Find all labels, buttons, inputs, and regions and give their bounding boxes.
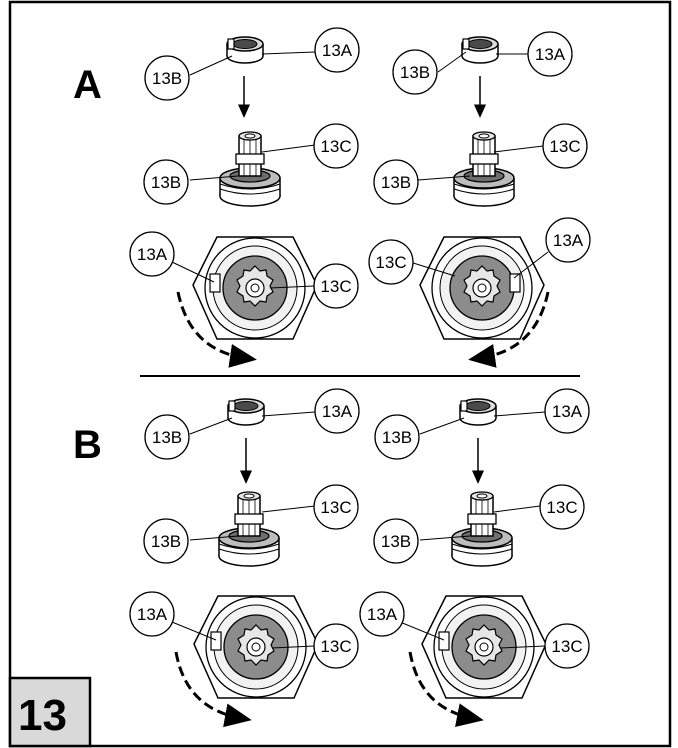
svg-text:13A: 13A xyxy=(322,402,353,421)
panel-a-left: 13B 13A 13C 13B 13A 13C xyxy=(129,27,360,368)
svg-text:13B: 13B xyxy=(151,532,181,551)
callout-13a: 13A xyxy=(527,31,573,77)
panel-b-right: 13B 13A 13C 13B 13A 13C xyxy=(359,388,590,727)
svg-text:13A: 13A xyxy=(552,402,583,421)
ring-clip-part xyxy=(227,398,265,426)
top-view xyxy=(419,236,545,340)
section-letter-a: A xyxy=(73,63,102,107)
figure-frame xyxy=(8,0,672,748)
callout-13a: 13A xyxy=(129,231,175,277)
ring-clip-part xyxy=(459,398,497,426)
svg-text:13C: 13C xyxy=(320,137,351,156)
callout-13a: 13A xyxy=(314,388,360,434)
stem-part xyxy=(218,491,280,567)
callout-13b: 13B xyxy=(143,518,189,564)
callout-13b: 13B xyxy=(373,159,419,205)
ring-clip-part xyxy=(226,36,264,64)
callout-13b: 13B xyxy=(144,414,190,460)
svg-text:13C: 13C xyxy=(546,498,577,517)
svg-text:13B: 13B xyxy=(151,173,181,192)
rotation-arrow xyxy=(468,291,550,368)
stem-part xyxy=(453,131,515,207)
stem-part xyxy=(219,131,281,207)
svg-text:13A: 13A xyxy=(535,45,566,64)
rotation-arrow xyxy=(408,651,484,727)
stem-part xyxy=(451,491,513,567)
section-letter-b: B xyxy=(73,423,102,467)
callout-13c: 13C xyxy=(544,623,590,669)
callout-13c: 13C xyxy=(313,484,359,530)
callout-13b: 13B xyxy=(374,414,420,460)
callout-13a: 13A xyxy=(314,27,360,73)
svg-text:13B: 13B xyxy=(381,532,411,551)
callout-13c: 13C xyxy=(368,239,414,285)
svg-text:13B: 13B xyxy=(382,428,412,447)
panel-a-right: 13B 13A 13C 13B 13C 13A xyxy=(368,31,591,368)
svg-text:13C: 13C xyxy=(551,637,582,656)
svg-text:13B: 13B xyxy=(152,428,182,447)
svg-text:13B: 13B xyxy=(152,69,182,88)
rotation-arrow xyxy=(174,651,252,728)
callout-13a: 13A xyxy=(359,591,405,637)
callout-13c: 13C xyxy=(542,123,588,169)
svg-text:13A: 13A xyxy=(322,41,353,60)
svg-text:13A: 13A xyxy=(553,231,584,250)
svg-text:13A: 13A xyxy=(137,605,168,624)
callout-13a: 13A xyxy=(129,591,175,637)
svg-text:13C: 13C xyxy=(320,637,351,656)
callout-13a: 13A xyxy=(544,388,590,434)
callout-13b: 13B xyxy=(373,518,419,564)
callout-13a: 13A xyxy=(545,217,591,263)
svg-text:13A: 13A xyxy=(137,245,168,264)
svg-text:13C: 13C xyxy=(549,137,580,156)
svg-text:13C: 13C xyxy=(320,277,351,296)
rotation-arrow xyxy=(176,291,257,368)
callout-13c: 13C xyxy=(539,484,585,530)
svg-text:13C: 13C xyxy=(320,498,351,517)
svg-text:13C: 13C xyxy=(375,253,406,272)
callout-13c: 13C xyxy=(313,123,359,169)
svg-text:13A: 13A xyxy=(367,605,398,624)
callout-13b: 13B xyxy=(143,159,189,205)
svg-text:13B: 13B xyxy=(381,173,411,192)
panel-b-left: 13B 13A 13C 13B 13A 13C xyxy=(129,388,360,728)
callout-13c: 13C xyxy=(313,263,359,309)
svg-text:13B: 13B xyxy=(400,63,430,82)
callout-13b: 13B xyxy=(392,49,438,95)
callout-13b: 13B xyxy=(144,55,190,101)
figure-number-badge: 13 xyxy=(8,676,92,748)
figure-number: 13 xyxy=(18,691,67,740)
ring-clip-part xyxy=(461,36,499,64)
callout-13c: 13C xyxy=(313,623,359,669)
